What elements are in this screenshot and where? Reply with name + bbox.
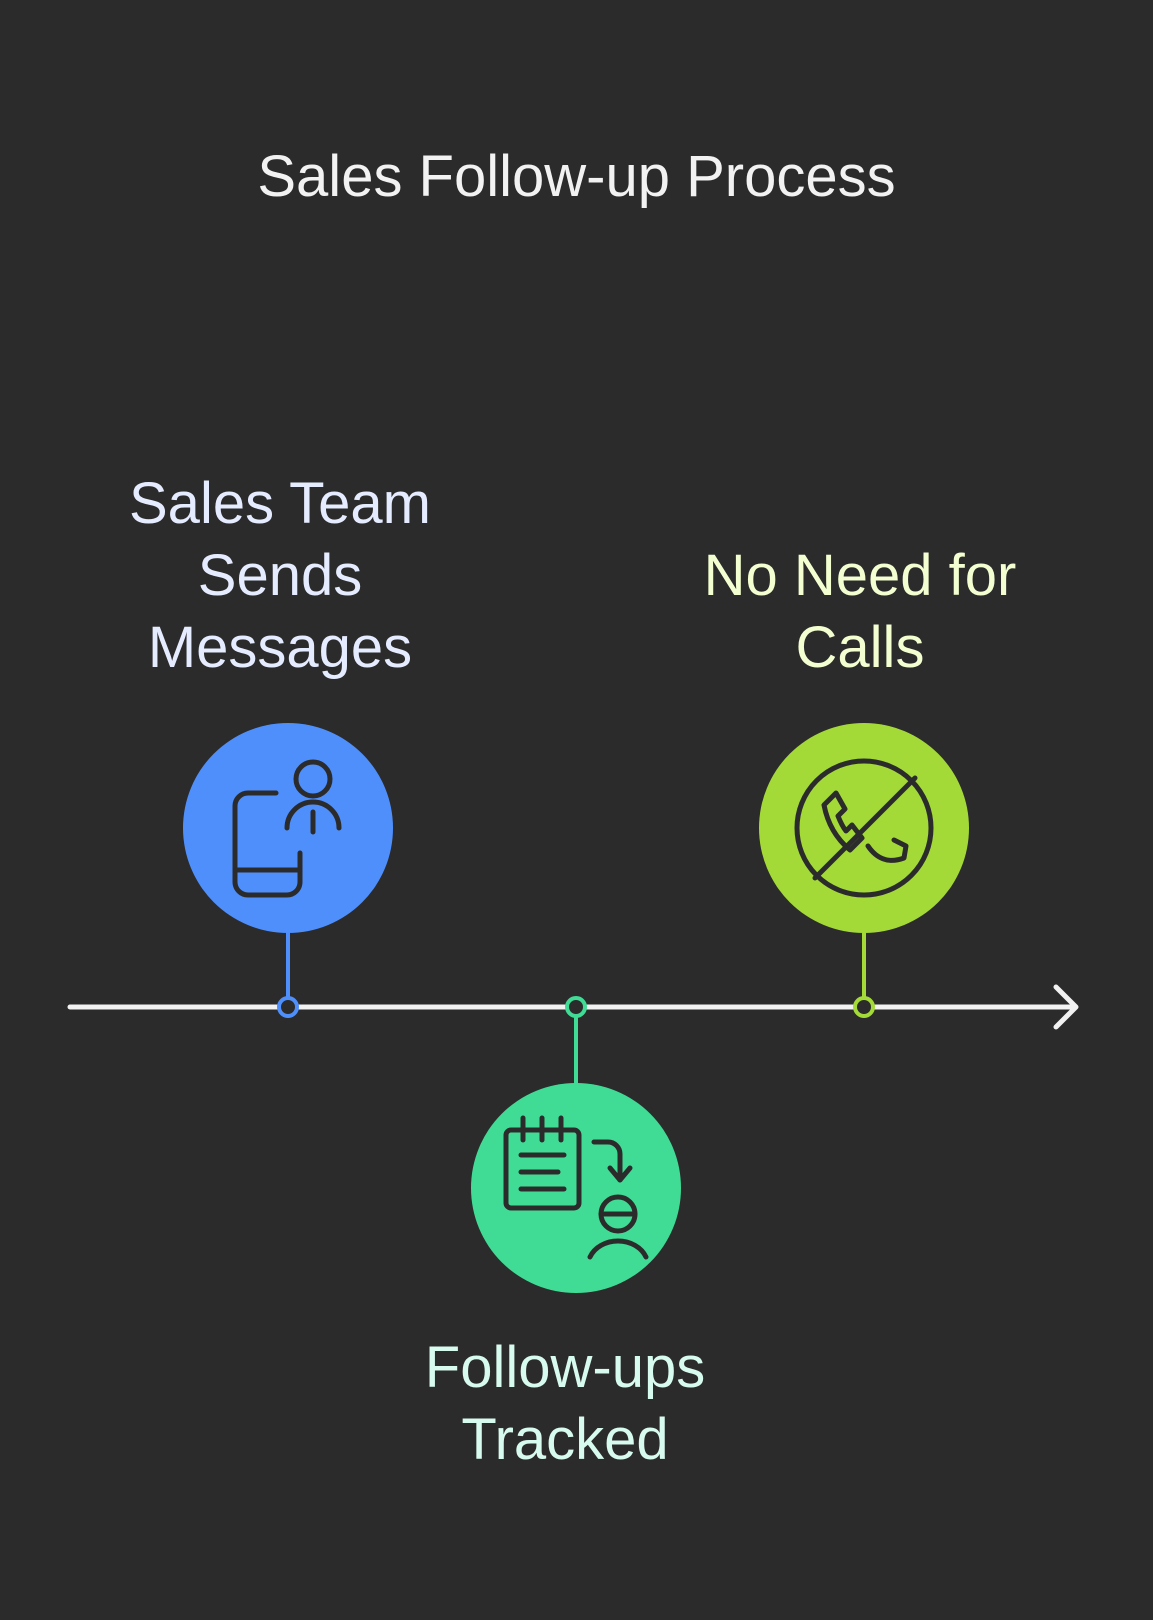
notepad-person-icon — [503, 1115, 649, 1260]
step-2-node — [471, 996, 681, 1293]
step-3-label: No Need for Calls — [703, 543, 1017, 680]
timeline-arrowhead — [1053, 984, 1079, 1030]
phone-person-icon — [232, 759, 342, 898]
step-2-label: Follow-ups Tracked — [424, 1335, 706, 1472]
step-3-node — [759, 723, 969, 1018]
no-phone-icon — [794, 758, 934, 898]
step-1-node — [183, 723, 393, 1018]
step-1-label: Sales Team Sends Messages — [129, 471, 431, 680]
diagram-title: Sales Follow-up Process — [257, 144, 896, 209]
